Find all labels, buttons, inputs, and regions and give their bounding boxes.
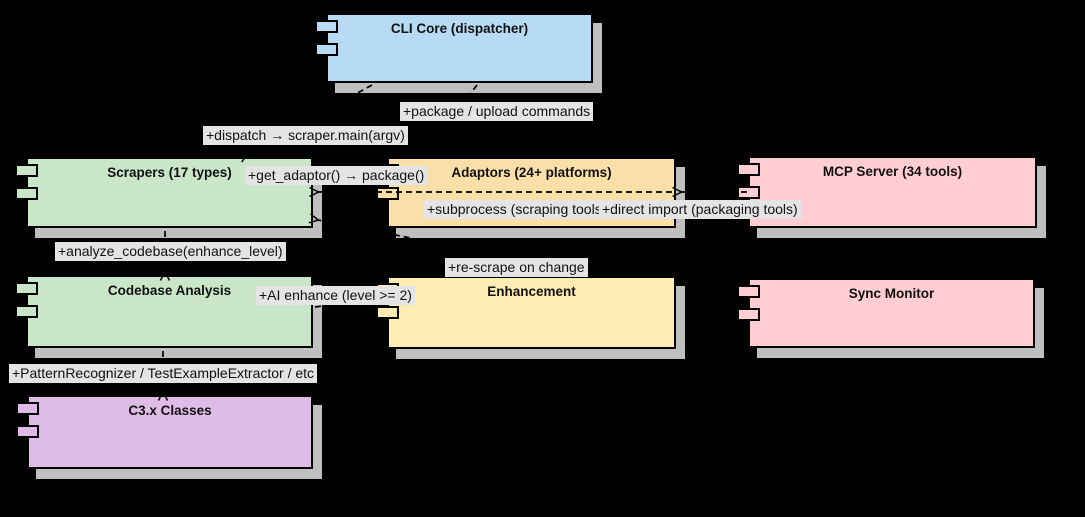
component-title: Enhancement [487, 284, 576, 299]
component-port-icon [15, 164, 38, 177]
component-port-icon [16, 402, 39, 415]
component-cli-core: CLI Core (dispatcher) [315, 13, 602, 93]
component-sync-monitor: Sync Monitor [737, 278, 1044, 358]
edge-dispatch-arrow [247, 84, 373, 154]
component-title: Codebase Analysis [107, 283, 232, 298]
component-port-icon [315, 20, 338, 33]
component-box: Sync Monitor [748, 278, 1035, 348]
component-port-icon [15, 187, 38, 200]
component-port-icon [737, 186, 760, 199]
component-port-icon [376, 306, 399, 319]
edge-label-pattern: +PatternRecognizer / TestExampleExtracto… [9, 364, 318, 383]
component-codebase-analysis: Codebase Analysis [15, 275, 322, 358]
component-box: MCP Server (34 tools) [748, 156, 1037, 228]
edge-label-analyze: +analyze_codebase(enhance_level) [55, 242, 286, 261]
component-port-icon [376, 187, 399, 200]
edge-label-dispatch: +dispatch → scraper.main(argv) [203, 126, 408, 145]
component-port-icon [315, 43, 338, 56]
component-title: C3.x Classes [128, 403, 212, 418]
component-title: MCP Server (34 tools) [822, 164, 963, 179]
component-port-icon [16, 425, 39, 438]
component-title: Sync Monitor [848, 286, 935, 301]
edge-label-subprocess: +subprocess (scraping tools) [424, 200, 610, 219]
component-mcp-server: MCP Server (34 tools) [737, 156, 1046, 238]
component-box: CLI Core (dispatcher) [326, 13, 593, 83]
component-c3x-classes: C3.x Classes [16, 395, 322, 479]
edge-label-get-adaptor: +get_adaptor() → package() [245, 166, 428, 185]
edge-label-package-upload: +package / upload commands [400, 102, 594, 121]
component-port-icon [737, 285, 760, 298]
component-port-icon [15, 305, 38, 318]
edge-label-re-scrape: +re-scrape on change [445, 258, 588, 277]
edge-re-scrape-arrow [318, 220, 597, 275]
component-title: CLI Core (dispatcher) [390, 21, 529, 36]
component-port-icon [737, 308, 760, 321]
component-title: Scrapers (17 types) [107, 165, 232, 180]
component-port-icon [15, 282, 38, 295]
component-title: Adaptors (24+ platforms) [451, 165, 612, 180]
component-enhancement: Enhancement [376, 276, 685, 359]
edge-label-direct-import: +direct import (packaging tools) [599, 200, 801, 219]
component-box: Enhancement [387, 276, 676, 349]
edge-label-ai-enhance: +AI enhance (level >= 2) [256, 286, 415, 305]
component-box: C3.x Classes [27, 395, 313, 469]
component-port-icon [737, 163, 760, 176]
